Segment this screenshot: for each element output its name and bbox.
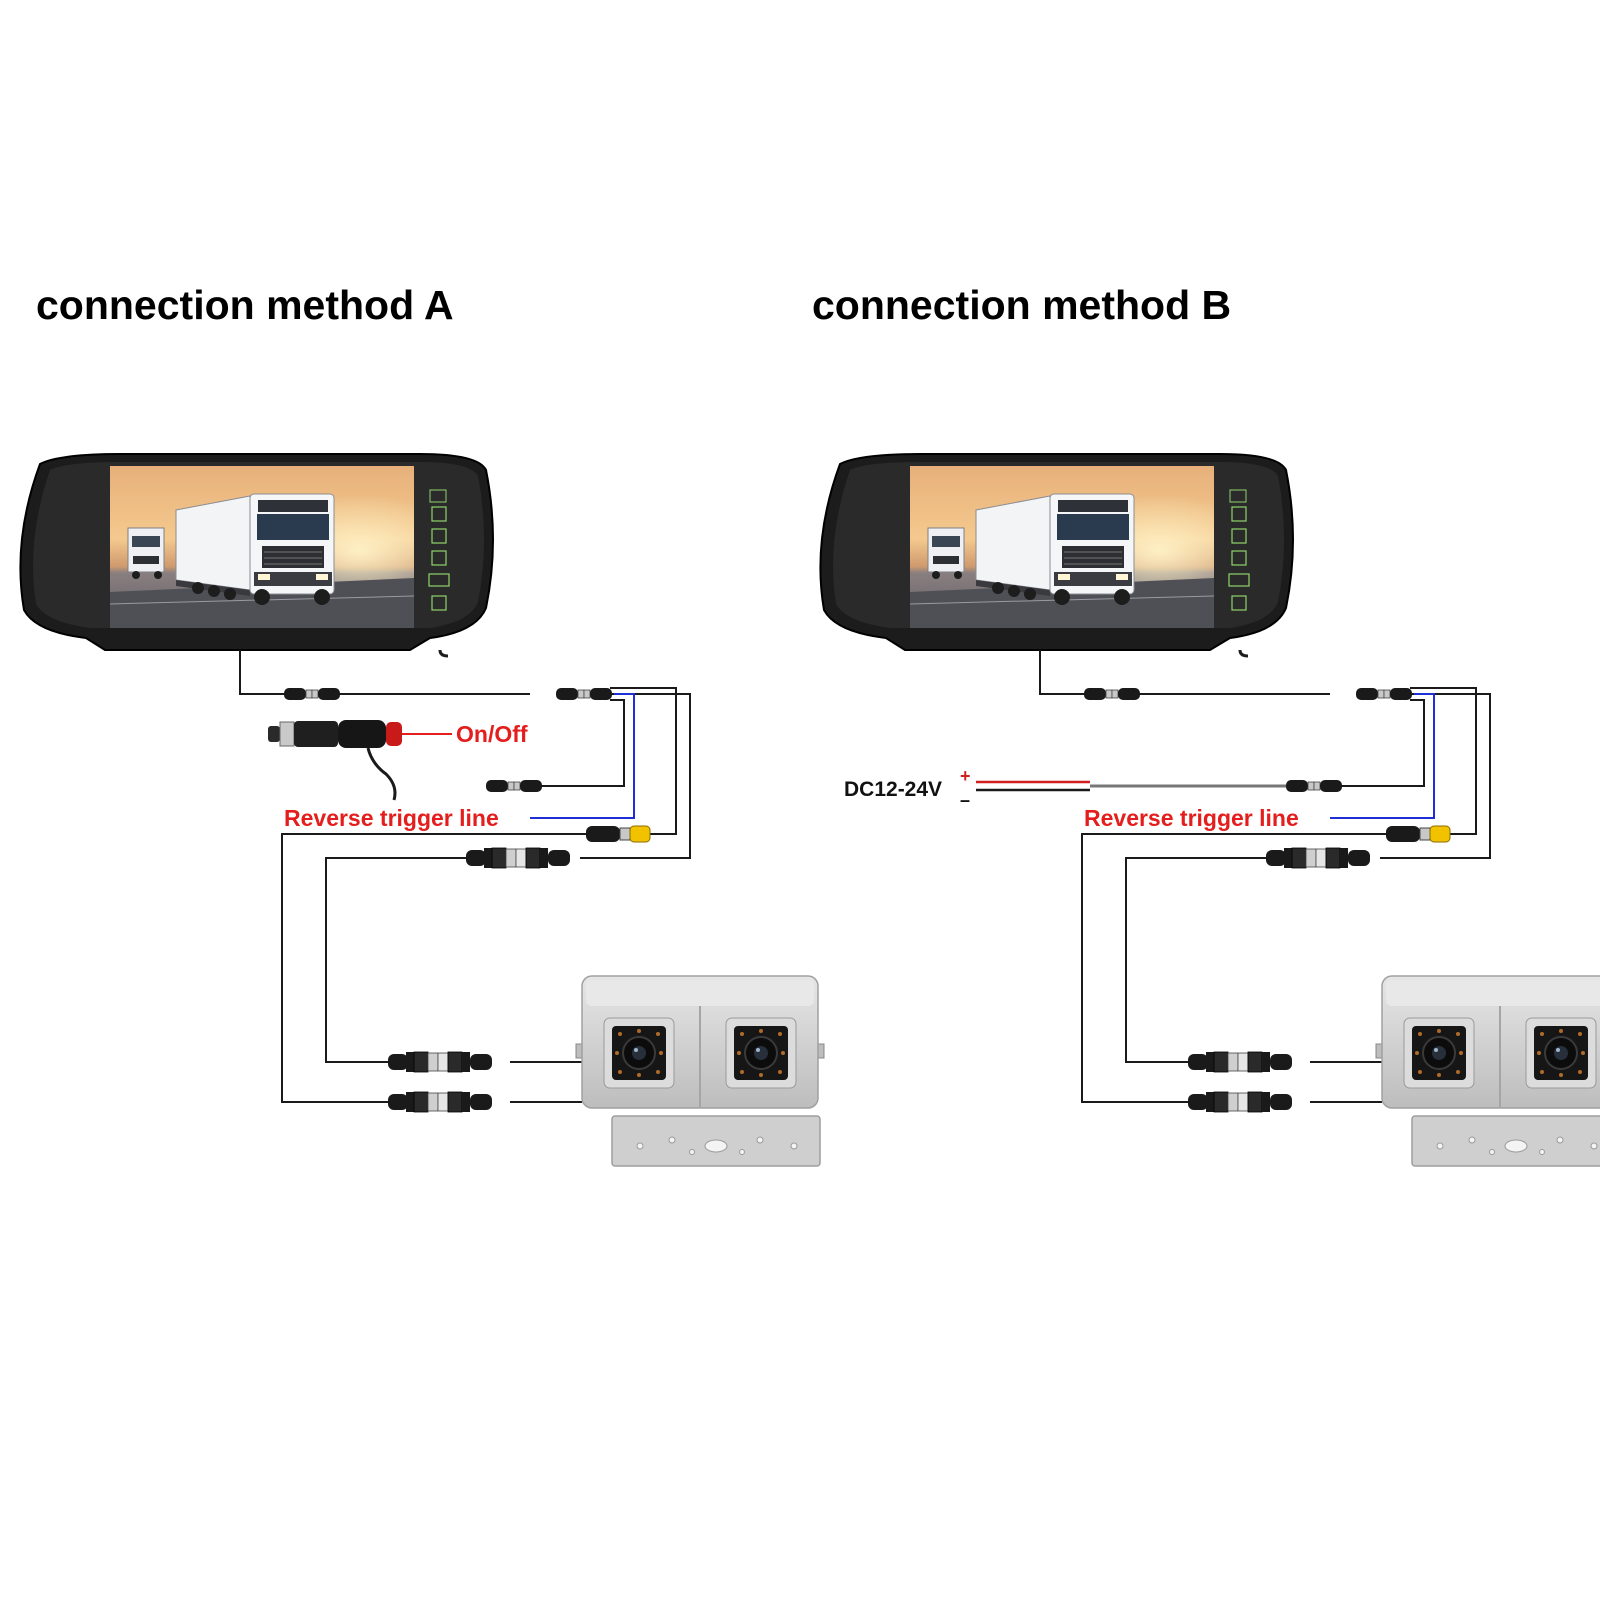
title-method-a: connection method A [36, 282, 454, 328]
dual-camera-b [1375, 975, 1600, 1167]
panel-method-a: On/Off Reverse trigger line [18, 452, 825, 1167]
lighter-plug-a [266, 718, 404, 802]
trigger-label-b: Reverse trigger line [1084, 805, 1299, 831]
camera-connector-1-a [387, 1051, 493, 1073]
power-plug-a [485, 779, 543, 793]
av-connector-top-a [465, 847, 571, 869]
rca-connector-a [586, 825, 651, 843]
wires-b [1039, 650, 1491, 1103]
power-plug-b [1285, 779, 1343, 793]
monitor-a [18, 452, 495, 658]
trigger-wire-a [530, 693, 635, 819]
rca-connector-b [1386, 825, 1451, 843]
monitor-b [818, 452, 1295, 658]
dc-minus-sign-b: – [960, 790, 970, 810]
monitor-plug-b [1083, 687, 1141, 701]
dc-plus-sign-b: + [960, 766, 971, 786]
wires-a [239, 650, 691, 1103]
dc-voltage-label-b: DC12-24V [844, 778, 942, 801]
trigger-wire-b [1330, 693, 1435, 819]
camera-connector-1-b [1187, 1051, 1293, 1073]
title-method-b: connection method B [812, 282, 1232, 328]
onoff-label-a: On/Off [456, 721, 528, 747]
dual-camera-a [575, 975, 825, 1167]
av-connector-top-b [1265, 847, 1371, 869]
panel-method-b: DC12-24V + – Reverse trigger line [818, 452, 1600, 1167]
harness-plug-b [1355, 687, 1413, 701]
trigger-label-a: Reverse trigger line [284, 805, 499, 831]
camera-connector-2-a [387, 1091, 493, 1113]
harness-plug-a [555, 687, 613, 701]
camera-connector-2-b [1187, 1091, 1293, 1113]
monitor-plug-a [283, 687, 341, 701]
